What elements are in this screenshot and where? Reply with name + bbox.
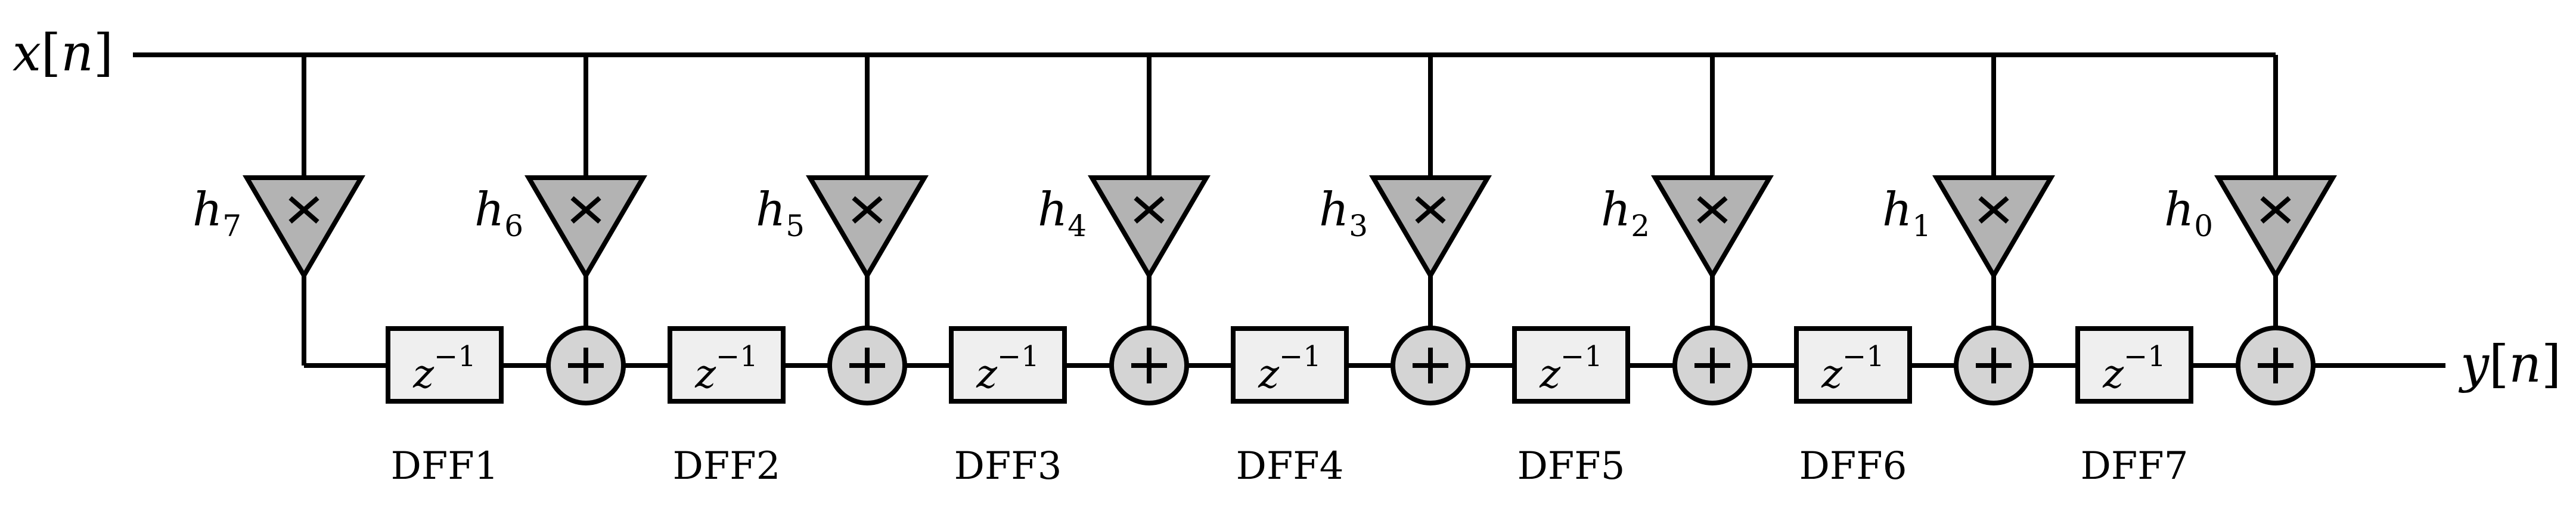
delay-blocks [386, 326, 2193, 404]
multiply-icon [1978, 196, 2009, 224]
delay-symbol-5: z−1 [1539, 340, 1603, 397]
delay-box-dff3 [949, 326, 1067, 404]
delay-symbol-1: z−1 [412, 340, 476, 397]
multiply-icon [288, 196, 319, 224]
multiply-icon [1134, 196, 1165, 224]
adders [546, 326, 2316, 405]
delay-symbol-7: z−1 [2102, 340, 2166, 397]
multiply-icon [1415, 196, 1446, 224]
dff-caption-4: DFF4 [1236, 444, 1344, 488]
dff-caption-6: DFF6 [1799, 444, 1907, 488]
dff-caption-7: DFF7 [2081, 444, 2189, 488]
multiplier-h4: h4 [1038, 175, 1211, 280]
adder-6 [1954, 326, 2034, 405]
multiply-icon [1697, 196, 1728, 224]
coeff-label-h6: h6 [474, 183, 523, 243]
coeff-label-h1: h1 [1882, 183, 1931, 243]
coeff-label-h0: h0 [2164, 183, 2213, 243]
dff-captions: DFF1 DFF2 DFF3 DFF4 DFF5 DFF6 DFF7 [391, 444, 2189, 488]
delay-symbols: z−1 z−1 z−1 z−1 z−1 z−1 z−1 [412, 340, 2166, 397]
adder-1 [546, 326, 626, 405]
coeff-label-h3: h3 [1319, 183, 1368, 243]
plus-icon [1694, 348, 1730, 383]
coeff-label-h4: h4 [1038, 183, 1087, 243]
multiplier-h7: h7 [193, 175, 365, 280]
multiply-icon [2260, 196, 2291, 224]
multiplier-h3: h3 [1319, 175, 1492, 280]
adder-3 [1109, 326, 1189, 405]
delay-box-dff7 [2075, 326, 2193, 404]
multiplier-h6: h6 [474, 175, 647, 280]
plus-icon [1131, 348, 1167, 383]
adder-5 [1672, 326, 1752, 405]
multiplier-h5: h5 [756, 175, 929, 280]
delay-box-dff6 [1794, 326, 1912, 404]
adder-2 [827, 326, 907, 405]
multiply-icon [852, 196, 883, 224]
dff-caption-5: DFF5 [1517, 444, 1625, 488]
delay-box-dff4 [1231, 326, 1349, 404]
multiplier-h1: h1 [1882, 175, 2055, 280]
adder-7 [2236, 326, 2316, 405]
plus-icon [2258, 348, 2293, 383]
delay-box-dff5 [1512, 326, 1630, 404]
dff-caption-1: DFF1 [391, 444, 499, 488]
multipliers: h7 h6 h5 h4 h3 h2 h1 [193, 175, 2337, 280]
dff-caption-3: DFF3 [954, 444, 1062, 488]
coeff-label-h5: h5 [756, 183, 805, 243]
coeff-label-h7: h7 [193, 183, 241, 243]
coeff-label-h2: h2 [1601, 183, 1650, 243]
delay-box-dff1 [386, 326, 504, 404]
plus-icon [849, 348, 885, 383]
multiplier-h0: h0 [2164, 175, 2337, 280]
plus-icon [568, 348, 604, 383]
delay-symbol-3: z−1 [976, 340, 1039, 397]
delay-symbol-2: z−1 [694, 340, 758, 397]
output-signal-label: y[n] [2458, 335, 2561, 394]
adder-4 [1391, 326, 1470, 405]
plus-icon [1413, 348, 1448, 383]
input-signal-label: x[n] [13, 24, 113, 83]
dff-caption-2: DFF2 [673, 444, 781, 488]
multiply-icon [570, 196, 601, 224]
delay-box-dff2 [668, 326, 786, 404]
plus-icon [1976, 348, 2012, 383]
delay-symbol-6: z−1 [1821, 340, 1885, 397]
delay-symbol-4: z−1 [1258, 340, 1321, 397]
multiplier-h2: h2 [1601, 175, 1774, 280]
